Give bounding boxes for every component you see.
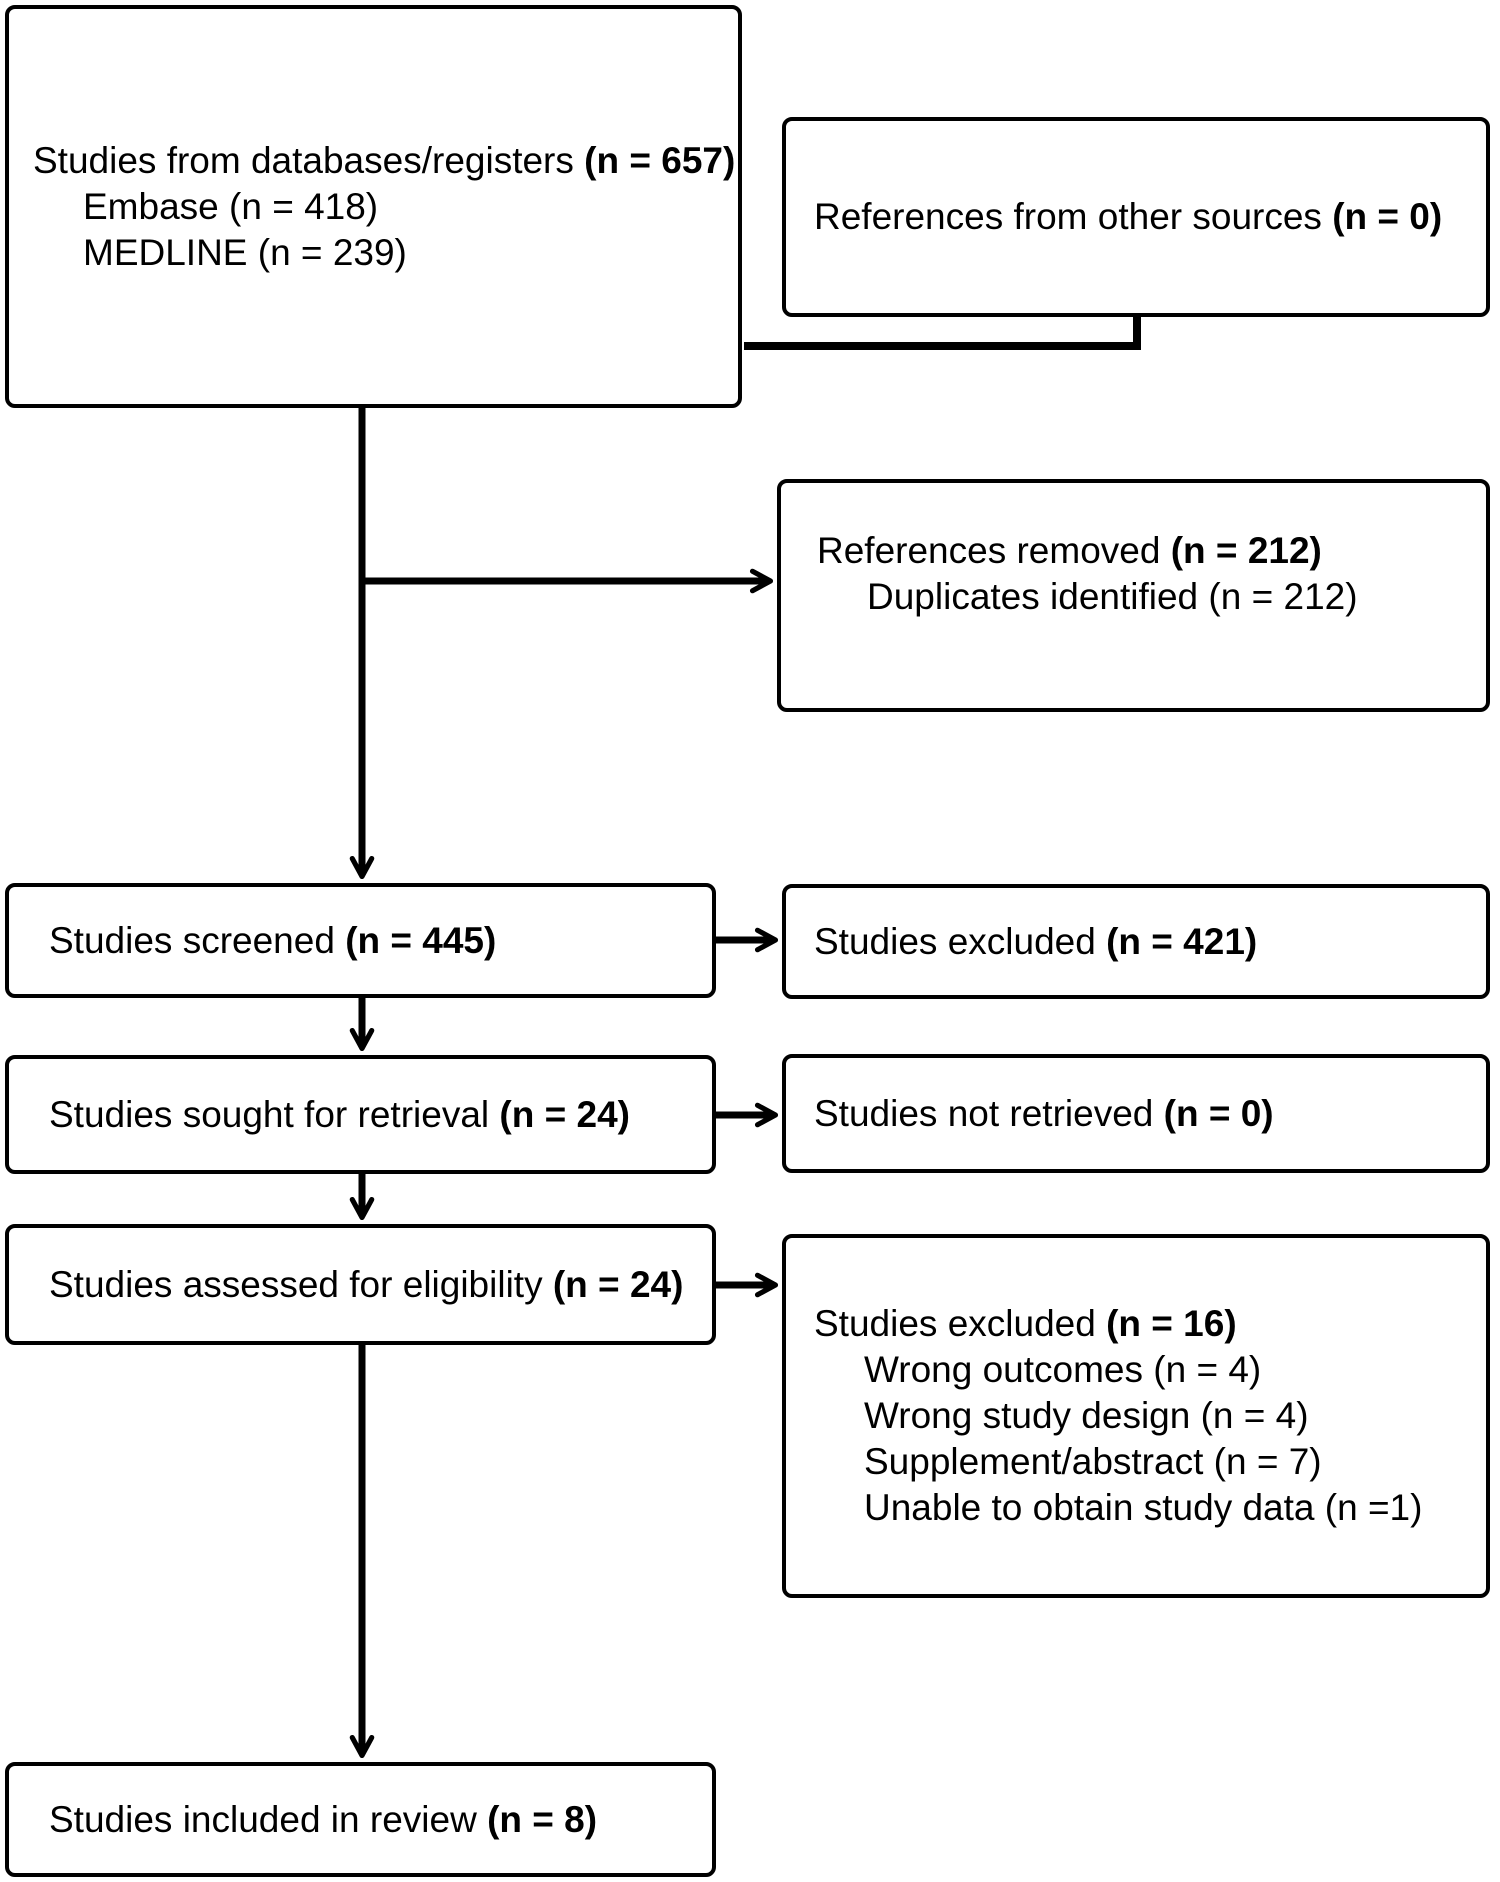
box-references-removed: References removed (n = 212) Duplicates …	[777, 479, 1490, 712]
box-studies-not-retrieved: Studies not retrieved (n = 0)	[782, 1054, 1490, 1173]
count-bold: (n = 445)	[345, 919, 497, 961]
box-title: Studies included in review (n = 8)	[49, 1798, 598, 1840]
exclusion-reason: Wrong outcomes (n = 4)	[864, 1349, 1262, 1390]
connector-other-sources-to-databases	[744, 317, 1141, 350]
count-bold: (n = 24)	[499, 1093, 630, 1135]
exclusion-reason: Unable to obtain study data (n =1)	[864, 1487, 1423, 1528]
count-bold: (n = 212)	[1170, 529, 1322, 571]
box-studies-screened: Studies screened (n = 445)	[5, 883, 716, 998]
box-title: Studies sought for retrieval (n = 24)	[49, 1093, 630, 1135]
box-studies-sought-retrieval: Studies sought for retrieval (n = 24)	[5, 1055, 716, 1174]
box-references-other-sources: References from other sources (n = 0)	[782, 117, 1490, 317]
exclusion-reason: Supplement/abstract (n = 7)	[864, 1441, 1322, 1482]
count-bold: (n = 0)	[1332, 196, 1443, 237]
box-studies-from-databases: Studies from databases/registers (n = 65…	[5, 5, 742, 408]
box-title: Studies not retrieved (n = 0)	[814, 1092, 1274, 1134]
count-bold: (n = 24)	[552, 1263, 684, 1305]
count-bold: (n = 0)	[1163, 1092, 1274, 1134]
box-studies-assessed-eligibility: Studies assessed for eligibility (n = 24…	[5, 1224, 716, 1345]
database-item: MEDLINE (n = 239)	[83, 231, 407, 273]
removed-item: Duplicates identified (n = 212)	[867, 575, 1358, 617]
count-bold: (n = 657)	[584, 139, 736, 181]
box-studies-excluded-eligibility: Studies excluded (n = 16) Wrong outcomes…	[782, 1234, 1490, 1598]
database-item: Embase (n = 418)	[83, 185, 379, 227]
box-title: References removed (n = 212)	[817, 529, 1322, 571]
exclusion-reason: Wrong study design (n = 4)	[864, 1395, 1309, 1436]
box-title: Studies excluded (n = 16)	[814, 1303, 1237, 1344]
box-text-block: References removed (n = 212) Duplicates …	[781, 528, 1486, 620]
box-title: Studies from databases/registers (n = 65…	[33, 139, 736, 181]
box-studies-excluded-screening: Studies excluded (n = 421)	[782, 884, 1490, 999]
count-bold: (n = 8)	[487, 1798, 598, 1840]
box-title: Studies excluded (n = 421)	[814, 920, 1258, 962]
box-studies-included: Studies included in review (n = 8)	[5, 1762, 716, 1877]
count-bold: (n = 421)	[1106, 920, 1258, 962]
count-bold: (n = 16)	[1106, 1303, 1237, 1344]
box-title: References from other sources (n = 0)	[814, 196, 1443, 237]
box-title: Studies screened (n = 445)	[49, 919, 497, 961]
box-title: Studies assessed for eligibility (n = 24…	[49, 1263, 684, 1305]
